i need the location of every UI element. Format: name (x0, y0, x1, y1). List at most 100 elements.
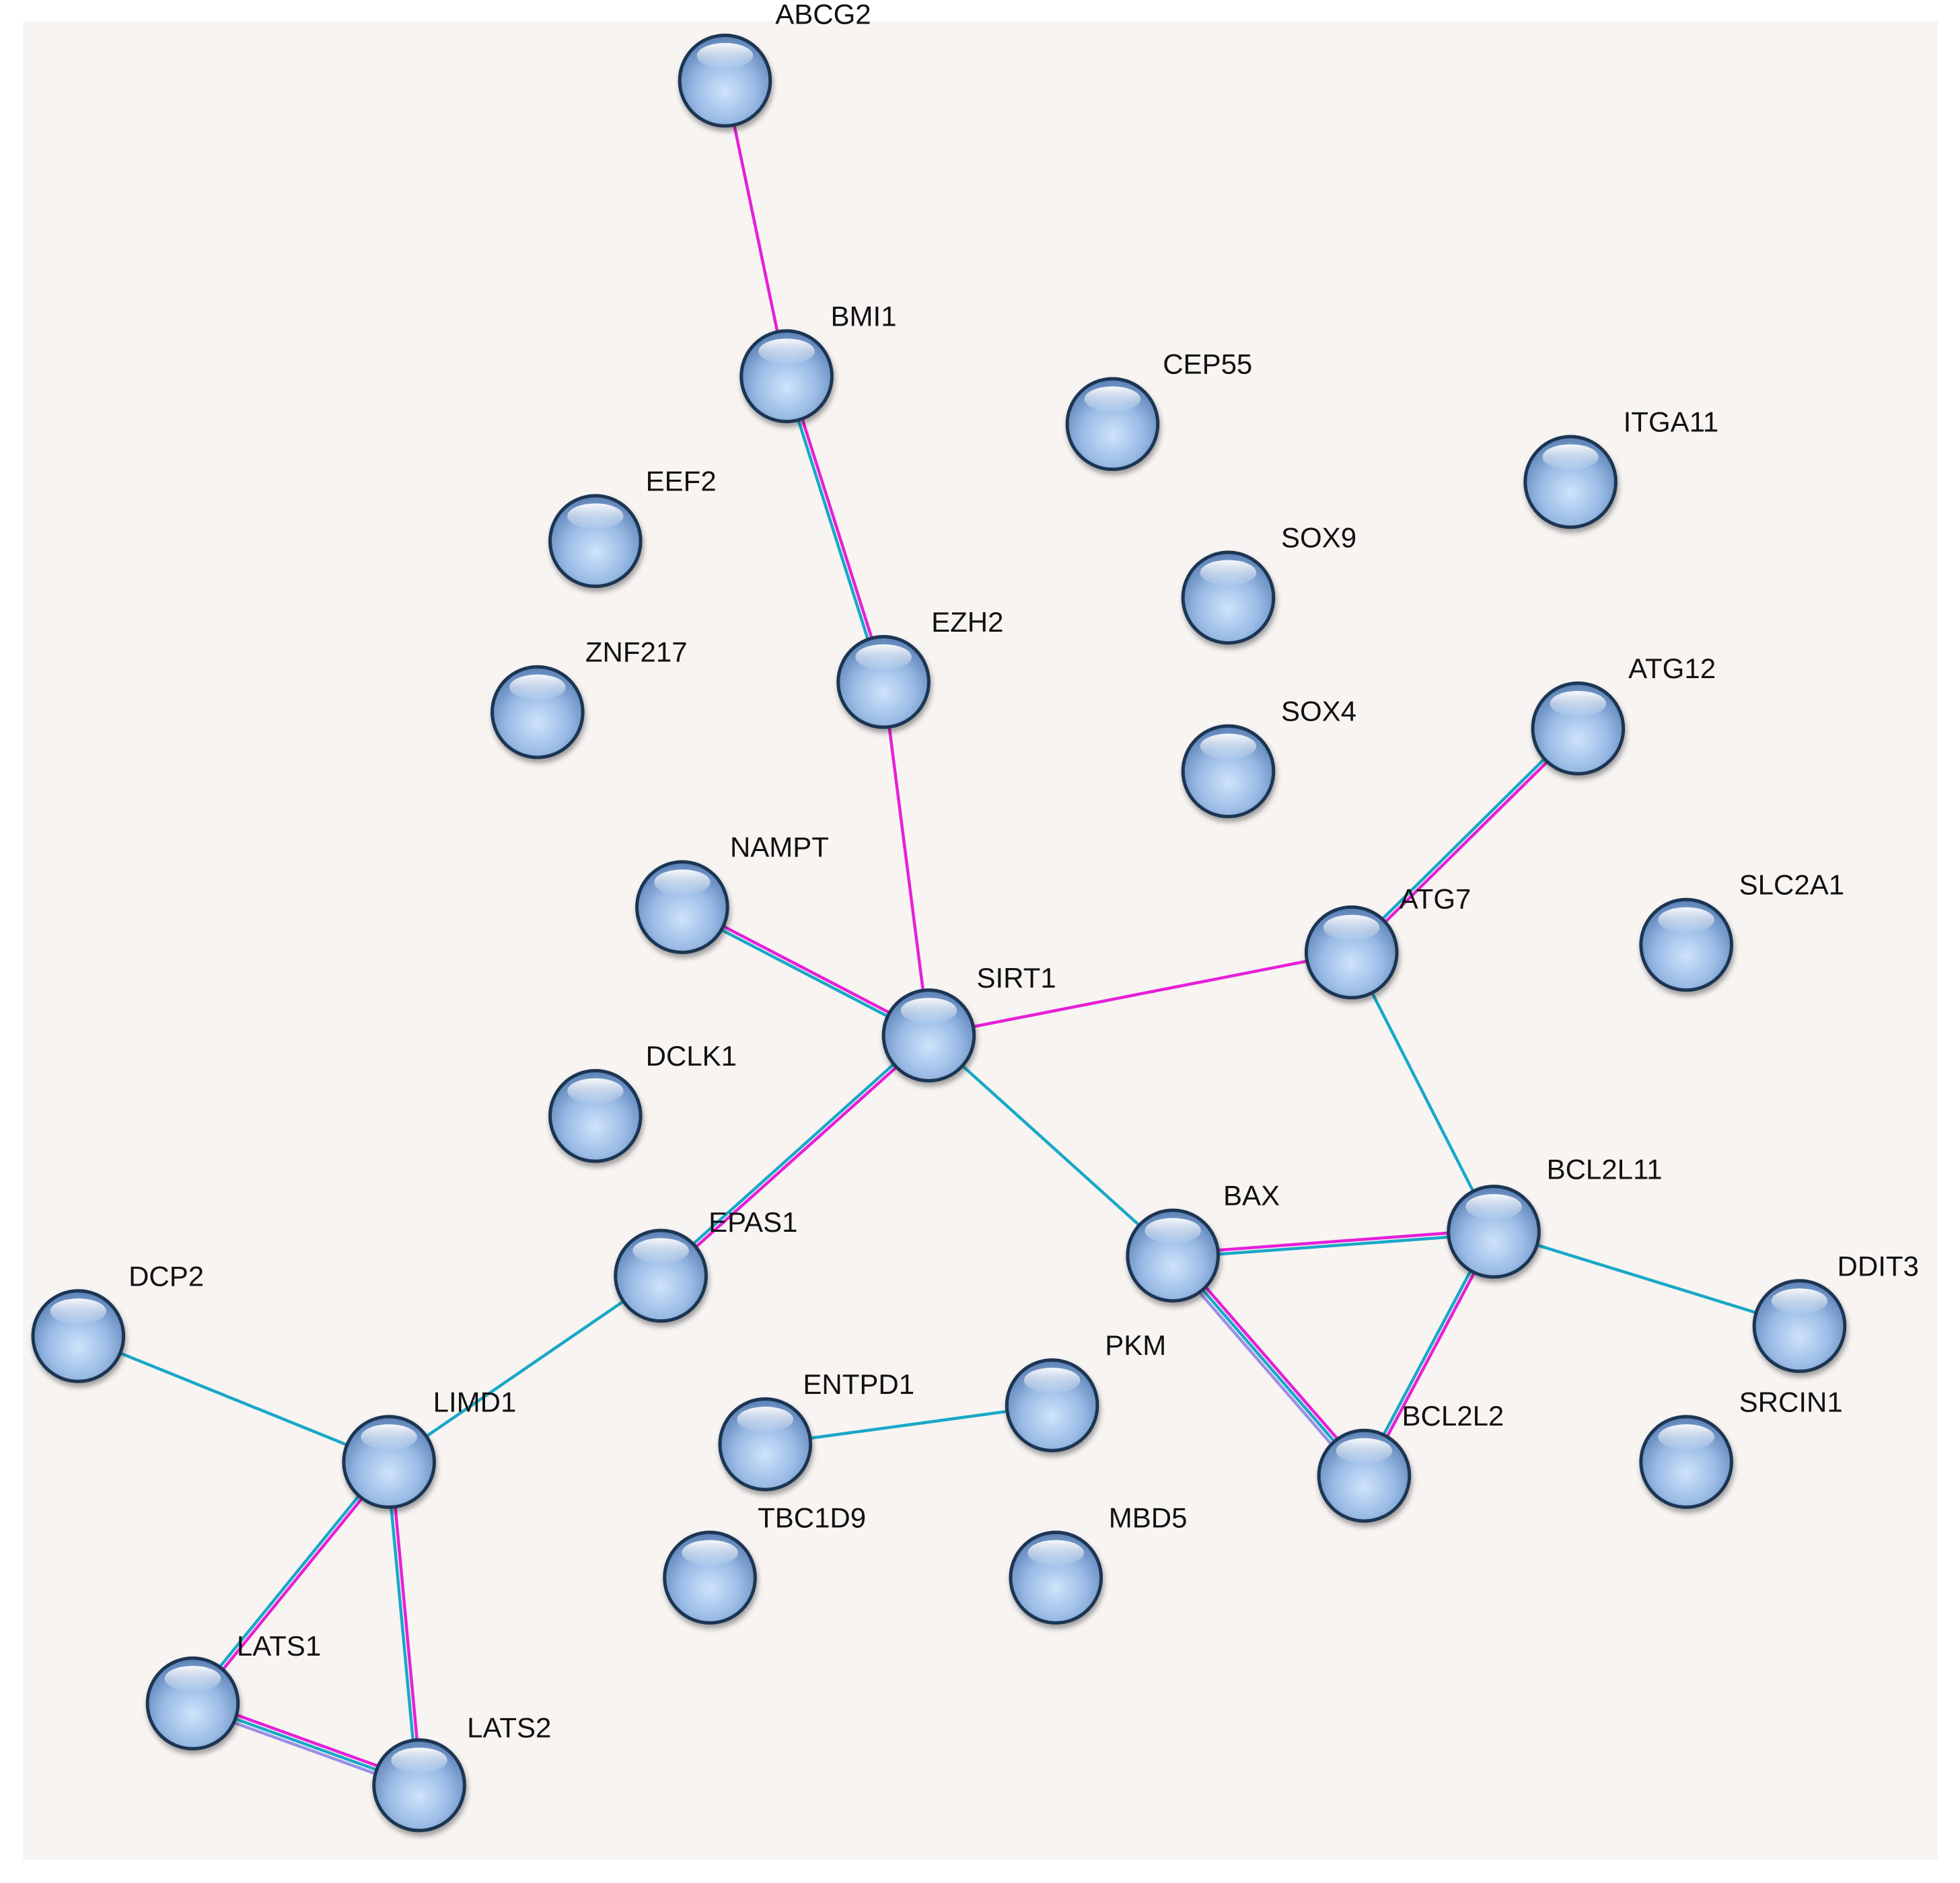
node-highlight (900, 998, 957, 1023)
edge-line-magenta (881, 681, 931, 1036)
node-highlight (567, 1078, 624, 1104)
node-label: BCL2L2 (1402, 1400, 1504, 1432)
node-label: ATG7 (1400, 883, 1472, 914)
edge-sirt1-epas1 (658, 1033, 931, 1279)
node-label: BAX (1223, 1180, 1280, 1212)
node-itga11[interactable]: ITGA11 (1523, 406, 1718, 529)
node-bcl2l2[interactable]: BCL2L2 (1317, 1400, 1504, 1523)
node-sox9[interactable]: SOX9 (1181, 522, 1356, 645)
node-label: ENTPD1 (803, 1368, 914, 1400)
edge-limd1-lats1 (190, 1459, 392, 1706)
node-highlight (1336, 1438, 1393, 1464)
node-highlight (567, 503, 624, 529)
node-atg12[interactable]: ATG12 (1531, 653, 1716, 776)
node-label: DCLK1 (646, 1040, 737, 1072)
node-label: EZH2 (931, 606, 1003, 638)
node-label: LATS2 (467, 1712, 551, 1744)
edge-line-lavender (1168, 1257, 1363, 1480)
edge-ezh2-sirt1 (881, 681, 931, 1036)
node-cep55[interactable]: CEP55 (1065, 348, 1252, 472)
edge-line-magenta (787, 375, 887, 682)
node-highlight (1550, 690, 1607, 716)
node-label: BCL2L11 (1547, 1153, 1663, 1185)
node-bcl2l11[interactable]: BCL2L11 (1447, 1153, 1663, 1279)
node-bax[interactable]: BAX (1126, 1180, 1280, 1303)
node-highlight (855, 644, 912, 670)
node-highlight (654, 869, 711, 895)
node-dcp2[interactable]: DCP2 (31, 1260, 204, 1383)
node-tbc1d9[interactable]: TBC1D9 (663, 1502, 866, 1625)
node-highlight (1200, 560, 1257, 586)
edge-line-cyan (1173, 1232, 1494, 1259)
edge-line-magenta (1175, 1251, 1369, 1475)
node-label: NAMPT (730, 832, 829, 863)
node-eef2[interactable]: EEF2 (548, 465, 717, 589)
node-sox4[interactable]: SOX4 (1181, 696, 1356, 819)
edge-line-magenta (389, 1461, 423, 1785)
node-znf217[interactable]: ZNF217 (491, 636, 688, 760)
node-highlight (1542, 444, 1599, 470)
node-label: TBC1D9 (758, 1502, 866, 1533)
edge-line-cyan (658, 1033, 929, 1276)
edge-line-cyan (385, 1462, 419, 1786)
edge-entpd1-pkm (764, 1403, 1052, 1446)
node-limd1[interactable]: LIMD1 (342, 1386, 517, 1509)
edge-atg12-atg7 (1349, 726, 1581, 955)
node-label: SOX4 (1281, 696, 1356, 727)
node-epas1[interactable]: EPAS1 (614, 1206, 798, 1323)
node-highlight (361, 1424, 417, 1450)
node-slc2a1[interactable]: SLC2A1 (1639, 869, 1844, 992)
edge-sirt1-atg7 (928, 951, 1352, 1037)
edge-bmi1-ezh2 (783, 375, 887, 684)
edge-line-magenta (1352, 729, 1581, 955)
edge-atg7-bcl2l11 (1350, 951, 1496, 1232)
edge-epas1-limd1 (388, 1274, 662, 1463)
node-label: MBD5 (1109, 1502, 1188, 1533)
node-nampt[interactable]: NAMPT (635, 832, 829, 955)
node-abcg2[interactable]: ABCG2 (678, 0, 871, 128)
node-highlight (1323, 914, 1380, 940)
node-srcin1[interactable]: SRCIN1 (1639, 1386, 1843, 1509)
node-label: CEP55 (1163, 348, 1252, 380)
node-highlight (632, 1238, 689, 1264)
node-label: SRCIN1 (1739, 1386, 1843, 1417)
node-highlight (1027, 1540, 1085, 1565)
edge-line-cyan (190, 1459, 389, 1703)
node-highlight (164, 1666, 221, 1691)
node-highlight (682, 1540, 738, 1565)
edge-layer (77, 80, 1801, 1791)
node-label: LIMD1 (433, 1386, 517, 1417)
node-label: ZNF217 (585, 636, 688, 668)
node-highlight (391, 1747, 447, 1773)
node-bmi1[interactable]: BMI1 (739, 300, 897, 424)
edge-line-cyan (1349, 726, 1578, 953)
node-lats2[interactable]: LATS2 (372, 1712, 552, 1833)
node-ddit3[interactable]: DDIT3 (1752, 1250, 1919, 1373)
edge-limd1-lats2 (385, 1461, 423, 1786)
node-sirt1[interactable]: SIRT1 (881, 962, 1056, 1082)
node-highlight (1145, 1218, 1201, 1244)
node-label: DDIT3 (1838, 1250, 1919, 1282)
node-highlight (50, 1298, 107, 1324)
node-lats1[interactable]: LATS1 (145, 1630, 321, 1750)
edge-sirt1-bax (927, 1034, 1174, 1257)
node-entpd1[interactable]: ENTPD1 (718, 1368, 914, 1491)
node-atg7[interactable]: ATG7 (1304, 883, 1472, 1000)
node-ezh2[interactable]: EZH2 (836, 606, 1004, 729)
node-highlight (696, 42, 754, 69)
node-highlight (1023, 1368, 1081, 1393)
node-label: EPAS1 (709, 1206, 797, 1238)
edge-bcl2l11-ddit3 (1493, 1230, 1801, 1328)
node-label: LATS1 (237, 1630, 321, 1662)
edge-line-cyan (1493, 1230, 1801, 1328)
node-pkm[interactable]: PKM (1005, 1329, 1166, 1452)
node-highlight (1465, 1193, 1522, 1220)
node-label: ATG12 (1628, 653, 1716, 684)
node-dclk1[interactable]: DCLK1 (548, 1040, 737, 1163)
edge-line-cyan (1350, 951, 1496, 1232)
edge-dcp2-limd1 (77, 1334, 390, 1464)
edge-line-cyan (1171, 1254, 1366, 1477)
node-highlight (1658, 1424, 1714, 1450)
edge-line-magenta (193, 1462, 392, 1706)
node-mbd5[interactable]: MBD5 (1009, 1502, 1188, 1625)
